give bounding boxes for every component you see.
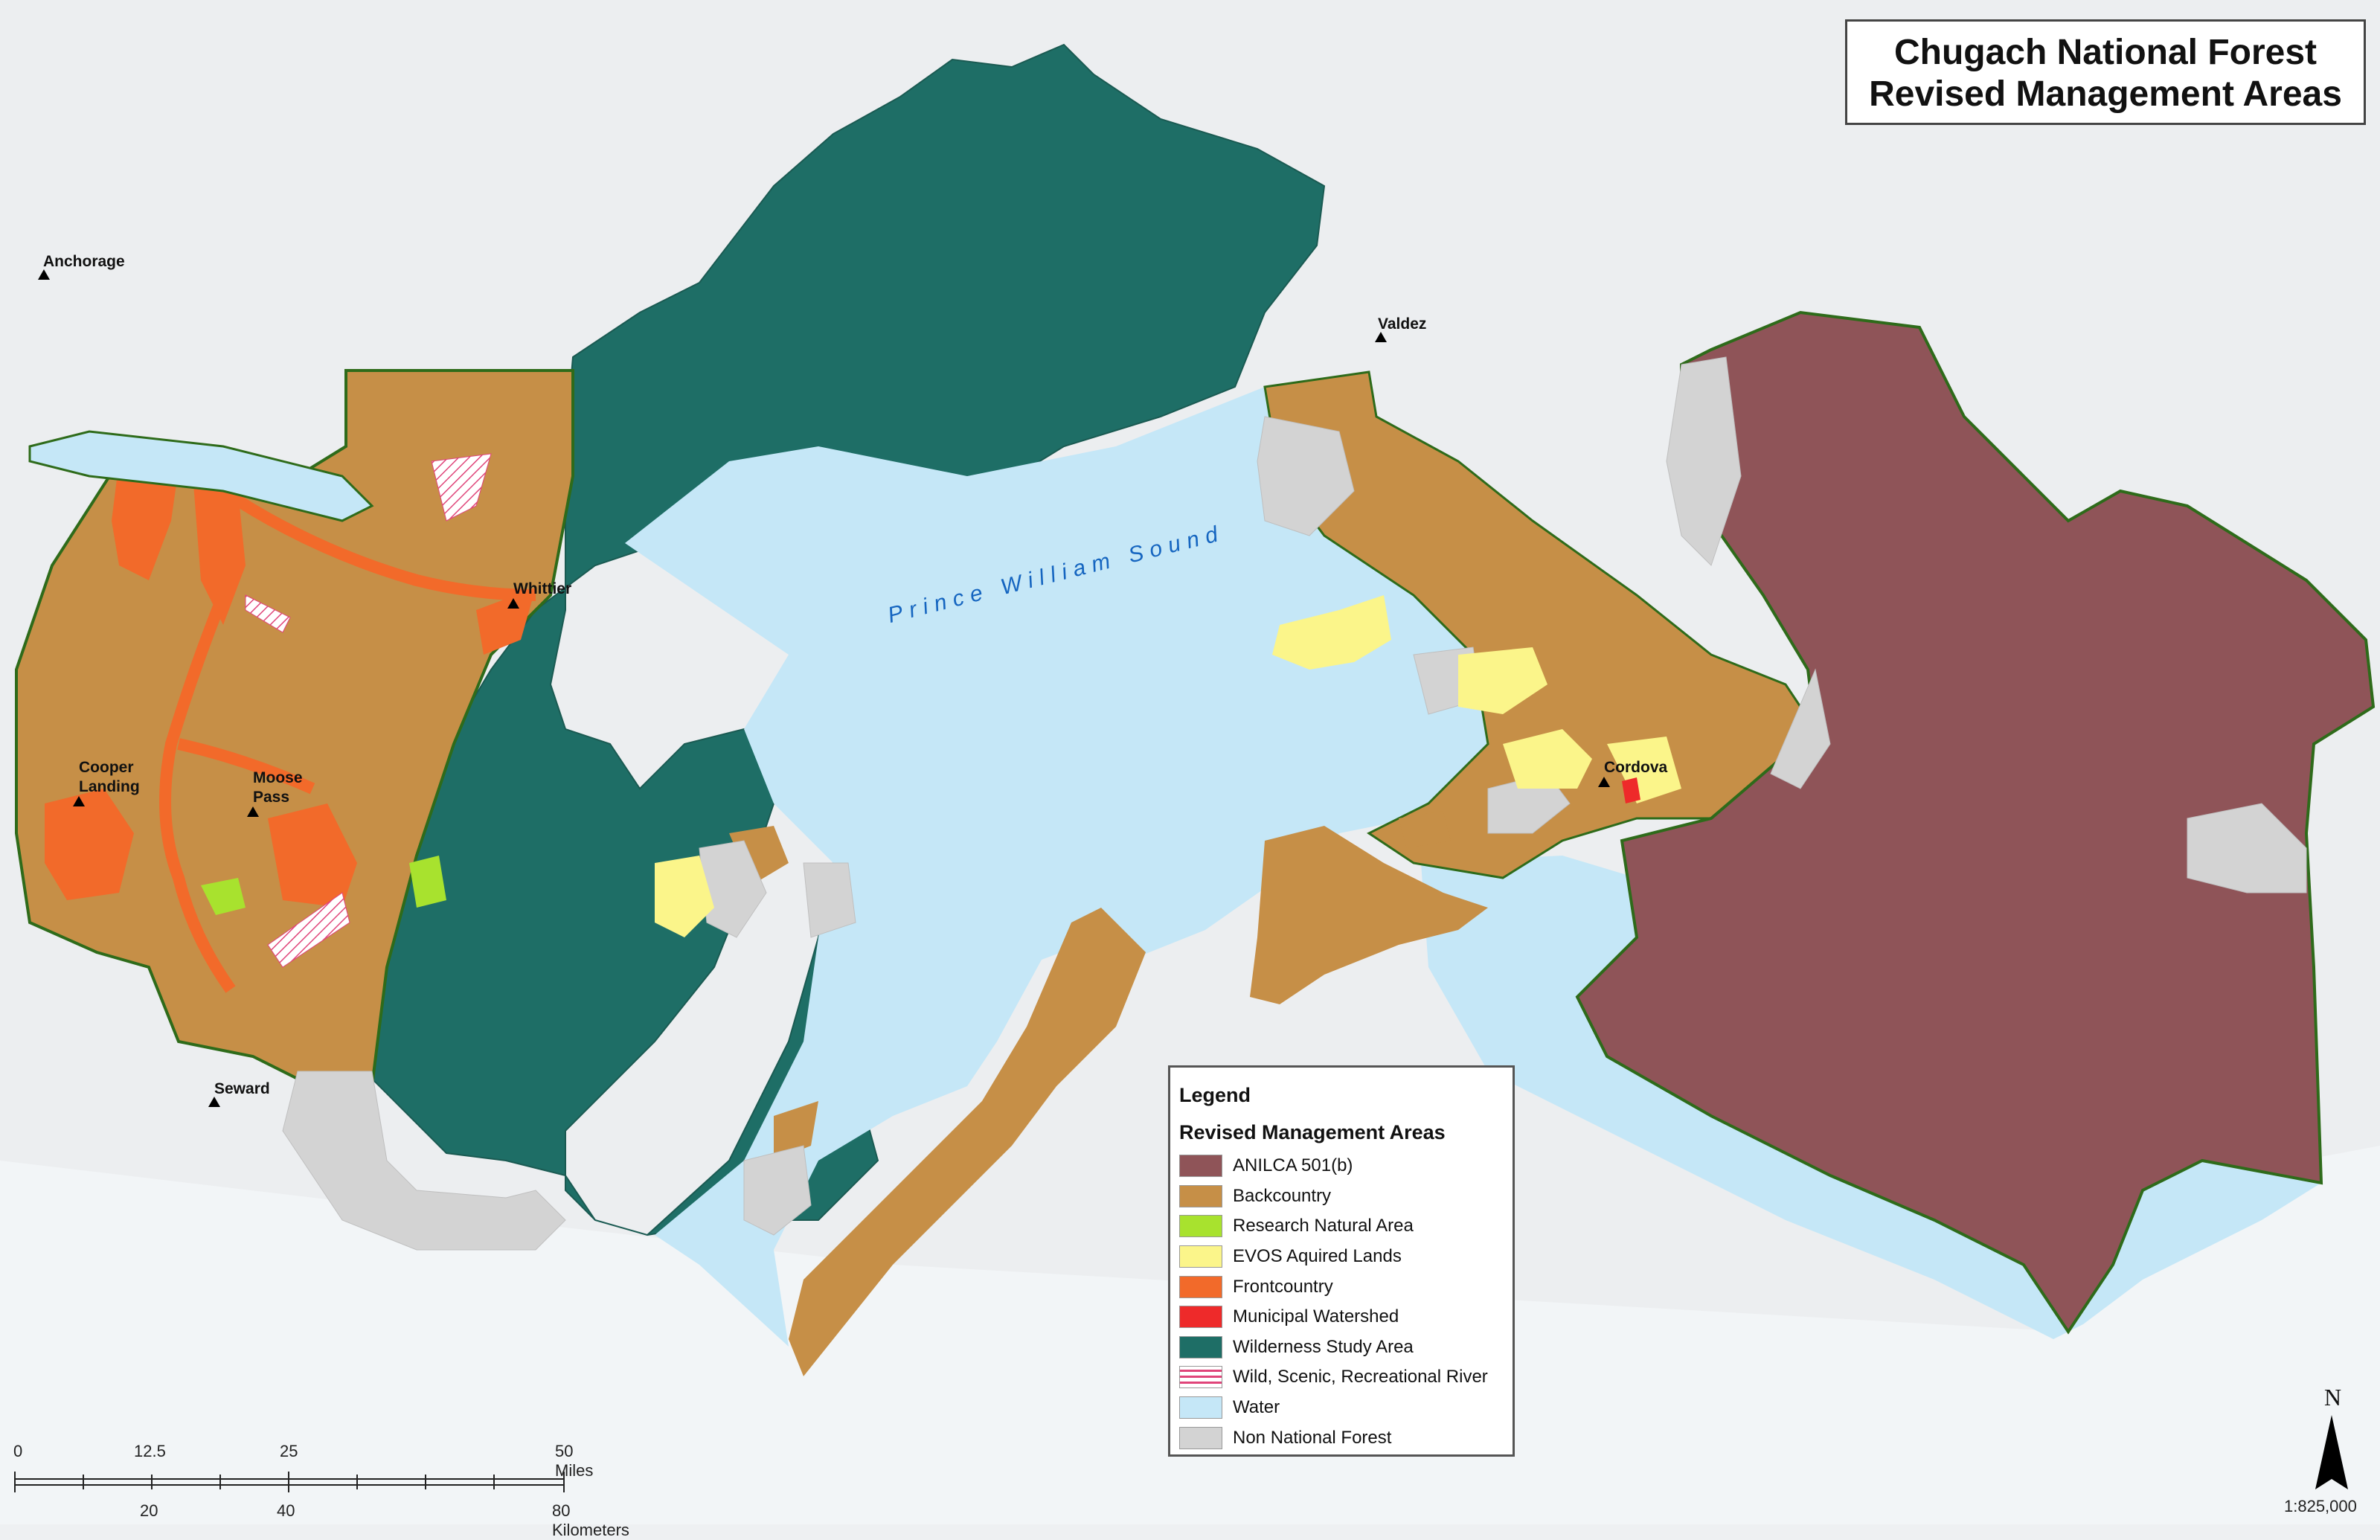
scale-km-80: 80 Kilometers: [552, 1501, 629, 1539]
legend-swatch: [1179, 1215, 1222, 1238]
legend-swatch: [1179, 1396, 1222, 1419]
legend-subheading: Revised Management Areas: [1179, 1121, 1446, 1143]
town-marker-icon: [208, 1097, 220, 1107]
legend-heading: Legend: [1179, 1084, 1251, 1106]
scale-miles-0: 0: [13, 1442, 23, 1460]
legend-label: Research Natural Area: [1233, 1216, 1414, 1236]
town-marker-icon: [38, 269, 50, 280]
legend-item: Frontcountry: [1179, 1271, 1513, 1302]
legend-item: Backcountry: [1179, 1181, 1513, 1212]
backcountry-hinchinbrook: [1250, 826, 1488, 1004]
place-label-cooper: Cooper: [79, 759, 134, 776]
north-arrow-icon: [2315, 1415, 2348, 1489]
town-marker-icon: [507, 598, 519, 609]
anilca-501b: [1575, 310, 2376, 1335]
town-marker-icon: [73, 796, 85, 806]
scale-miles-25: 25: [280, 1442, 298, 1460]
scale-km-20: 20: [140, 1501, 158, 1520]
legend-swatch: [1179, 1275, 1222, 1298]
water-kenai-lake: [28, 430, 374, 522]
place-label-anchorage: Anchorage: [43, 253, 125, 270]
legend-item: Wilderness Study Area: [1179, 1332, 1513, 1363]
legend-item: Wild, Scenic, Recreational River: [1179, 1362, 1513, 1393]
scale-miles-50: 50 Miles: [555, 1442, 594, 1480]
legend-swatch: [1179, 1366, 1222, 1389]
place-label-landing: Landing: [79, 778, 140, 795]
north-label: N: [2324, 1384, 2342, 1411]
map-title-line1: Chugach National Forest: [1893, 33, 2318, 72]
legend-swatch: [1179, 1155, 1222, 1178]
legend-swatch: [1179, 1426, 1222, 1449]
backcountry-east: [1263, 370, 1817, 879]
scale-km-40: 40: [277, 1501, 295, 1520]
legend: Legend Revised Management Areas ANILCA 5…: [1168, 1065, 1515, 1457]
town-marker-icon: [1598, 777, 1610, 787]
place-label-pass: Pass: [253, 789, 290, 806]
legend-item: Water: [1179, 1393, 1513, 1423]
legend-label: Water: [1233, 1397, 1280, 1418]
place-label-whittier: Whittier: [513, 580, 572, 597]
frontcountry-corridor: [159, 486, 536, 993]
scale-bar-lines: [14, 1472, 565, 1492]
municipal-watershed: [1622, 777, 1640, 803]
legend-item: Research Natural Area: [1179, 1211, 1513, 1242]
legend-label: Wilderness Study Area: [1233, 1336, 1414, 1357]
legend-label: ANILCA 501(b): [1233, 1155, 1353, 1176]
legend-label: Frontcountry: [1233, 1276, 1333, 1297]
legend-swatch: [1179, 1184, 1222, 1207]
legend-item: Municipal Watershed: [1179, 1302, 1513, 1332]
town-marker-icon: [1375, 332, 1387, 342]
north-arrow: N: [2306, 1384, 2366, 1503]
legend-label: EVOS Aquired Lands: [1233, 1246, 1402, 1267]
place-label-valdez: Valdez: [1378, 315, 1427, 333]
scale-miles-12-5: 12.5: [134, 1442, 166, 1460]
wild-scenic-river: [245, 453, 492, 968]
town-marker-icon: [247, 806, 259, 817]
legend-label: Non National Forest: [1233, 1427, 1392, 1448]
legend-swatch: [1179, 1245, 1222, 1268]
legend-label: Backcountry: [1233, 1185, 1332, 1206]
legend-swatch: [1179, 1306, 1222, 1329]
legend-item: ANILCA 501(b): [1179, 1151, 1513, 1181]
legend-label: Municipal Watershed: [1233, 1306, 1399, 1327]
scale-bar: 0 12.5 25 50 Miles 20 40 80 Kilometers: [13, 1442, 629, 1539]
backcountry-montague: [789, 908, 1146, 1376]
map-title-line2: Revised Management Areas: [1869, 74, 2342, 114]
legend-swatch: [1179, 1335, 1222, 1358]
place-label-cordova: Cordova: [1604, 759, 1668, 776]
legend-item: EVOS Aquired Lands: [1179, 1242, 1513, 1272]
place-label-moose: Moose: [253, 769, 303, 786]
map-title: Chugach National Forest Revised Manageme…: [1845, 19, 2366, 125]
legend-item: Non National Forest: [1179, 1422, 1513, 1453]
frontcountry-west: [45, 461, 536, 908]
place-label-seward: Seward: [214, 1080, 270, 1097]
scale-ratio: 1:825,000: [2284, 1497, 2357, 1515]
backcountry-islands: [729, 811, 1451, 1161]
legend-label: Wild, Scenic, Recreational River: [1233, 1367, 1488, 1387]
